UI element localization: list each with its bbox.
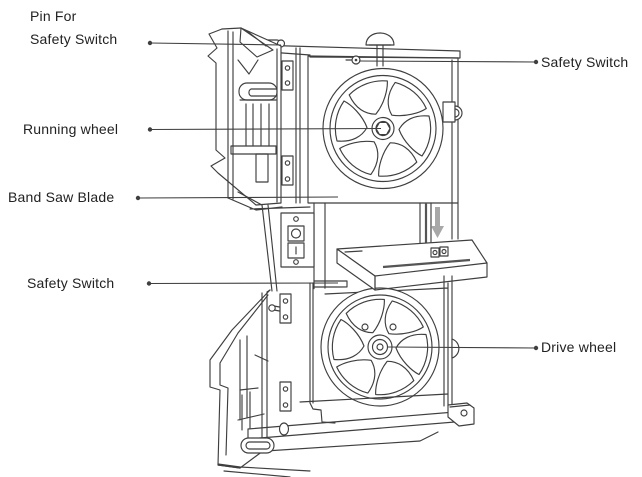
lower-door-hinges: [279, 293, 292, 412]
label-drive-wheel: Drive wheel: [541, 339, 617, 355]
blade-direction-arrow: [431, 207, 444, 238]
leader-lines: [135, 40, 539, 351]
power-switch-panel: [280, 212, 315, 268]
table-slot: [382, 258, 471, 269]
blade-guide-block: [439, 246, 449, 257]
label-running-wheel: Running wheel: [23, 121, 119, 137]
label-band-saw-blade: Band Saw Blade: [8, 189, 115, 205]
blade-guide-block: [430, 247, 440, 258]
label-safety-switch-mid: Safety Switch: [27, 275, 115, 291]
motor-boss: [451, 338, 460, 359]
tracking-knob: [442, 101, 456, 123]
stop-button: [287, 225, 305, 242]
work-table: [336, 239, 488, 291]
safety-switch-top: [345, 55, 361, 65]
machine-base: [217, 393, 475, 477]
label-safety-switch-top: Safety Switch: [541, 54, 629, 70]
door-vent-notch: [237, 59, 259, 75]
run-button: [287, 242, 305, 259]
label-pin-for-line1: Pin For: [30, 8, 77, 24]
drive-wheel: [320, 287, 440, 407]
upper-door: [207, 27, 311, 211]
table-leg: [443, 275, 460, 407]
blade-guard: [419, 202, 459, 248]
running-wheel: [322, 67, 444, 190]
label-pin-for-line2: Safety Switch: [30, 31, 118, 47]
lower-door: [209, 289, 292, 469]
tension-knob: [365, 32, 395, 67]
base-knob: [278, 422, 290, 436]
upper-door-hinges: [281, 60, 294, 186]
